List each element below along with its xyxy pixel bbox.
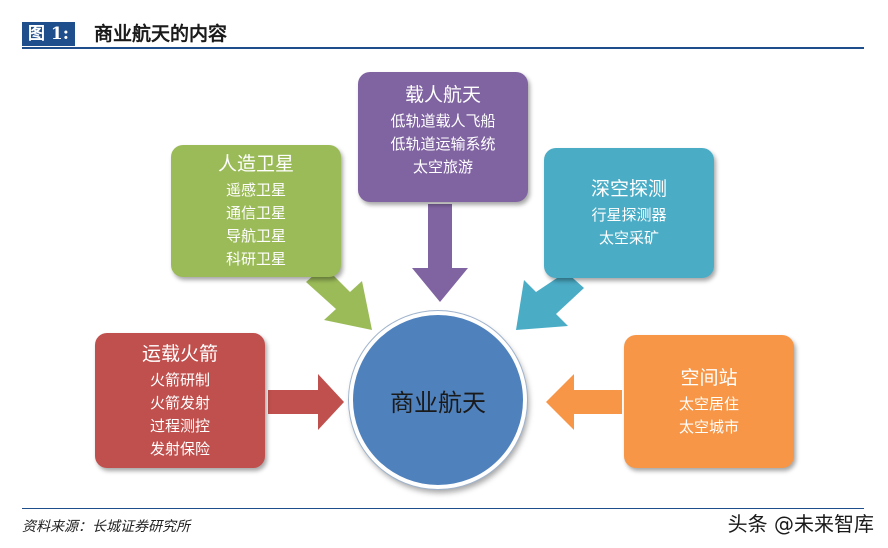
box-title: 载人航天 <box>404 84 481 106</box>
box-item: 行星探测器 <box>591 206 667 224</box>
crewed-spaceflight-box: 载人航天 低轨道载人飞船 低轨道运输系统 太空旅游 <box>358 72 528 202</box>
box-item: 过程测控 <box>149 417 210 435</box>
footer-divider <box>22 508 864 509</box>
figure-label: 图 1: <box>22 22 76 46</box>
figure-header: 图 1: 商业航天的内容 <box>22 20 864 48</box>
box-title: 空间站 <box>680 367 738 389</box>
box-item: 太空采矿 <box>598 229 659 247</box>
arrow-satellite <box>306 266 372 330</box>
box-item: 科研卫星 <box>225 250 286 268</box>
commercial-spaceflight-circle: 商业航天 <box>349 311 527 489</box>
box-title: 运载火箭 <box>141 343 218 365</box>
box-item: 火箭研制 <box>149 371 210 389</box>
box-item: 导航卫星 <box>225 227 286 245</box>
launch-vehicle-box: 运载火箭 火箭研制 火箭发射 过程测控 发射保险 <box>95 333 265 468</box>
watermark: 头条 @未来智库 <box>727 512 874 536</box>
arrow-station <box>546 374 622 430</box>
deep-space-box: 深空探测 行星探测器 太空采矿 <box>544 148 714 278</box>
box-title: 深空探测 <box>590 178 667 200</box>
box-item: 发射保险 <box>149 440 210 458</box>
box-item: 低轨道运输系统 <box>390 135 496 153</box>
arrow-crewed <box>412 204 468 302</box>
box-title: 人造卫星 <box>217 153 294 175</box>
box-item: 火箭发射 <box>149 394 210 412</box>
box-item: 太空居住 <box>678 395 739 413</box>
space-station-box: 空间站 太空居住 太空城市 <box>624 335 794 468</box>
arrow-rocket <box>268 374 344 430</box>
arrow-deepspace <box>516 272 584 330</box>
source-note: 资料来源：长城证券研究所 <box>22 519 190 535</box>
box-item: 太空旅游 <box>412 158 473 176</box>
box-item: 遥感卫星 <box>225 181 286 199</box>
box-item: 太空城市 <box>678 418 739 436</box>
figure-title: 商业航天的内容 <box>94 23 228 45</box>
box-item: 低轨道载人飞船 <box>390 112 496 130</box>
box-item: 通信卫星 <box>225 204 286 222</box>
title-divider <box>22 47 864 49</box>
center-label: 商业航天 <box>390 388 486 417</box>
satellite-box: 人造卫星 遥感卫星 通信卫星 导航卫星 科研卫星 <box>171 145 341 277</box>
